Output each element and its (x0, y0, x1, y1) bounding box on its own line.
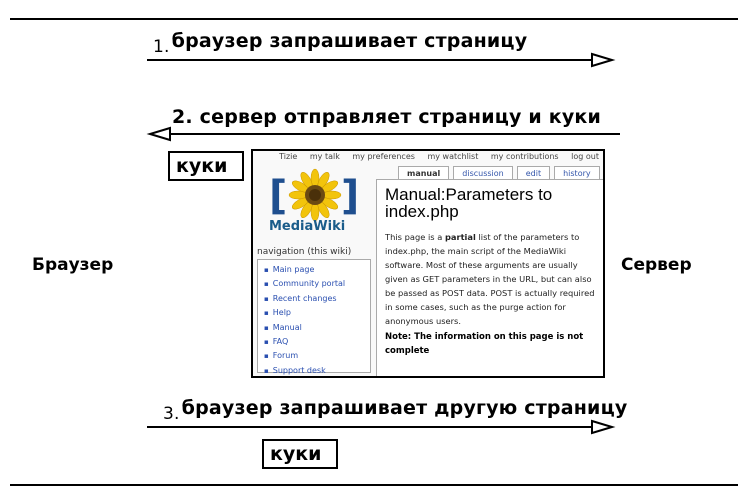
nav-item-manual[interactable]: Manual (264, 321, 370, 335)
wiki-body-bold: partial (444, 232, 476, 242)
wiki-personal-user[interactable]: Tizie (279, 152, 298, 161)
nav-item-recent-changes[interactable]: Recent changes (264, 292, 370, 306)
step-3-text: браузер запрашивает другую страницу (181, 397, 628, 419)
arrow-response-2 (146, 126, 620, 142)
cookie-box-request: куки (262, 439, 338, 469)
mediawiki-screenshot: Tizie my talk my preferences my watchlis… (251, 149, 605, 378)
arrow-request-1 (147, 52, 616, 68)
step-2-label: 2. сервер отправляет страницу и куки (172, 106, 601, 128)
wiki-personal-watchlist[interactable]: my watchlist (427, 152, 479, 161)
cookie-box-response: куки (168, 151, 244, 181)
wiki-body-text: This page is a partial list of the param… (385, 230, 596, 328)
svg-text:[: [ (269, 173, 287, 219)
wiki-nav-box: Main page Community portal Recent change… (257, 259, 371, 375)
wiki-logo-text: MediaWiki (269, 219, 346, 234)
step-3-label: 3.браузер запрашивает другую страницу (163, 397, 628, 424)
nav-item-faq[interactable]: FAQ (264, 335, 370, 349)
nav-item-main-page[interactable]: Main page (264, 263, 370, 277)
server-label: Сервер (621, 255, 692, 275)
wiki-personal-contributions[interactable]: my contributions (490, 152, 559, 161)
tab-edit[interactable]: edit (516, 166, 551, 180)
nav-item-support-desk[interactable]: Support desk (264, 364, 370, 376)
nav-item-forum[interactable]: Forum (264, 349, 370, 363)
nav-item-community-portal[interactable]: Community portal (264, 277, 370, 291)
mediawiki-sunflower-logo[interactable]: [ ] (265, 165, 365, 243)
wiki-content: Manual:Parameters to index.php This page… (376, 179, 603, 376)
tab-manual[interactable]: manual (398, 166, 450, 180)
tab-discussion[interactable]: discussion (453, 166, 513, 180)
wiki-body-prefix: This page is a (385, 232, 445, 242)
step-1-label: 1.браузер запрашивает страницу (153, 30, 528, 57)
svg-text:]: ] (341, 173, 359, 219)
wiki-nav-title: navigation (this wiki) (257, 247, 352, 257)
wiki-personal-logout[interactable]: log out (571, 152, 599, 161)
wiki-note: Note: The information on this page is no… (385, 332, 584, 356)
bottom-rule (10, 484, 738, 486)
tab-history[interactable]: history (554, 166, 600, 180)
step-2-text: 2. сервер отправляет страницу и куки (172, 106, 602, 128)
wiki-body-suffix: list of the parameters to index.php, the… (385, 232, 595, 326)
top-rule (10, 18, 738, 20)
wiki-personal-talk[interactable]: my talk (309, 152, 340, 161)
step-1-text: браузер запрашивает страницу (171, 30, 528, 52)
nav-item-help[interactable]: Help (264, 306, 370, 320)
wiki-page-title: Manual:Parameters to index.php (385, 185, 553, 221)
wiki-tabs: manual discussion edit history (398, 166, 603, 180)
step-3-number: 3. (163, 404, 180, 424)
arrow-request-3 (147, 419, 616, 435)
step-1-number: 1. (153, 37, 170, 57)
wiki-personal-preferences[interactable]: my preferences (352, 152, 415, 161)
browser-label: Браузер (32, 255, 114, 275)
wiki-personal-links: Tizie my talk my preferences my watchlis… (269, 152, 599, 161)
